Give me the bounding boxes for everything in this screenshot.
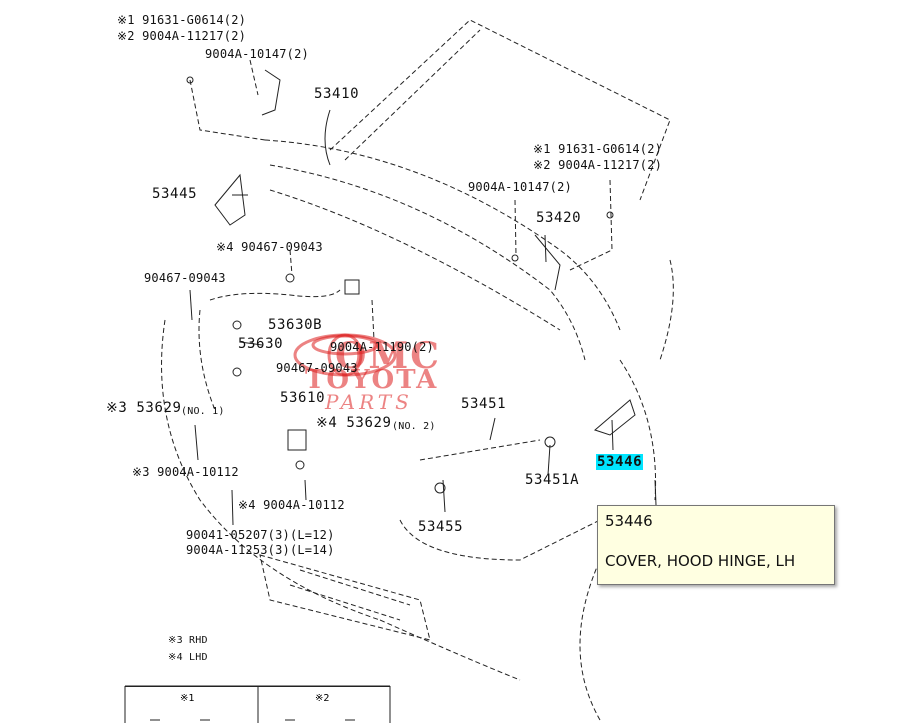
callout-9004A-11253[interactable]: 9004A-11253(3)(L=14) — [186, 543, 335, 557]
watermark-toyota: TOYOTA — [305, 365, 439, 395]
watermark-omc: OMC — [335, 335, 441, 377]
callout-9004A-10147-left[interactable]: 9004A-10147(2) — [205, 47, 309, 61]
callout-ref1-91631[interactable]: ※1 91631-G0614(2) — [117, 13, 247, 27]
callout-53455[interactable]: 53455 — [418, 519, 464, 535]
callout-right-ref1-91631[interactable]: ※1 91631-G0614(2) — [533, 142, 663, 156]
callout-53630[interactable]: 53630 — [238, 336, 284, 352]
callout-ref3-53629[interactable]: ※3 53629 — [106, 400, 182, 416]
callout-ref3-53629-qty: (NO. 1) — [181, 406, 225, 417]
callout-9004A-11190[interactable]: 9004A-11190(2) — [330, 340, 434, 354]
callout-ref4-53629[interactable]: ※4 53629 — [316, 415, 392, 431]
tooltip-part-description: COVER, HOOD HINGE, LH — [605, 552, 796, 570]
callout-90041-05207[interactable]: 90041-05207(3)(L=12) — [186, 528, 335, 542]
callout-right-ref2-9004A-11217[interactable]: ※2 9004A-11217(2) — [533, 158, 663, 172]
callout-ref4-9004A-10112[interactable]: ※4 9004A-10112 — [238, 498, 345, 512]
callout-90467-mid[interactable]: 90467-09043 — [276, 361, 358, 375]
note-lhd: ※4 LHD — [168, 652, 208, 663]
reference-table: ※1 ※2 — [125, 686, 390, 724]
callout-ref2-9004A-11217[interactable]: ※2 9004A-11217(2) — [117, 29, 247, 43]
note-rhd: ※3 RHD — [168, 635, 208, 646]
callout-53630B[interactable]: 53630B — [268, 317, 323, 333]
callout-90467-left[interactable]: 90467-09043 — [144, 271, 226, 285]
callout-ref4-90467[interactable]: ※4 90467-09043 — [216, 240, 323, 254]
watermark-parts: PARTS — [325, 390, 413, 414]
watermark-logo — [293, 333, 397, 377]
callout-9004A-10147-right[interactable]: 9004A-10147(2) — [468, 180, 572, 194]
callout-53451[interactable]: 53451 — [461, 396, 507, 412]
reference-table-col2: ※2 — [315, 693, 330, 704]
tooltip-part-number: 53446 — [605, 512, 653, 530]
highlight-53446: 53446 — [596, 454, 644, 470]
callout-53445[interactable]: 53445 — [152, 186, 198, 202]
reference-table-col1: ※1 — [180, 693, 195, 704]
callout-53451A[interactable]: 53451A — [525, 472, 580, 488]
callout-53420[interactable]: 53420 — [536, 210, 582, 226]
callout-ref3-9004A-10112[interactable]: ※3 9004A-10112 — [132, 465, 239, 479]
part-tooltip: 53446 COVER, HOOD HINGE, LH — [597, 505, 835, 585]
callout-ref4-53629-qty: (NO. 2) — [392, 421, 436, 432]
callout-53610[interactable]: 53610 — [280, 390, 326, 406]
callout-53410[interactable]: 53410 — [314, 86, 360, 102]
callout-53446-highlighted[interactable]: 53446 — [596, 454, 644, 470]
